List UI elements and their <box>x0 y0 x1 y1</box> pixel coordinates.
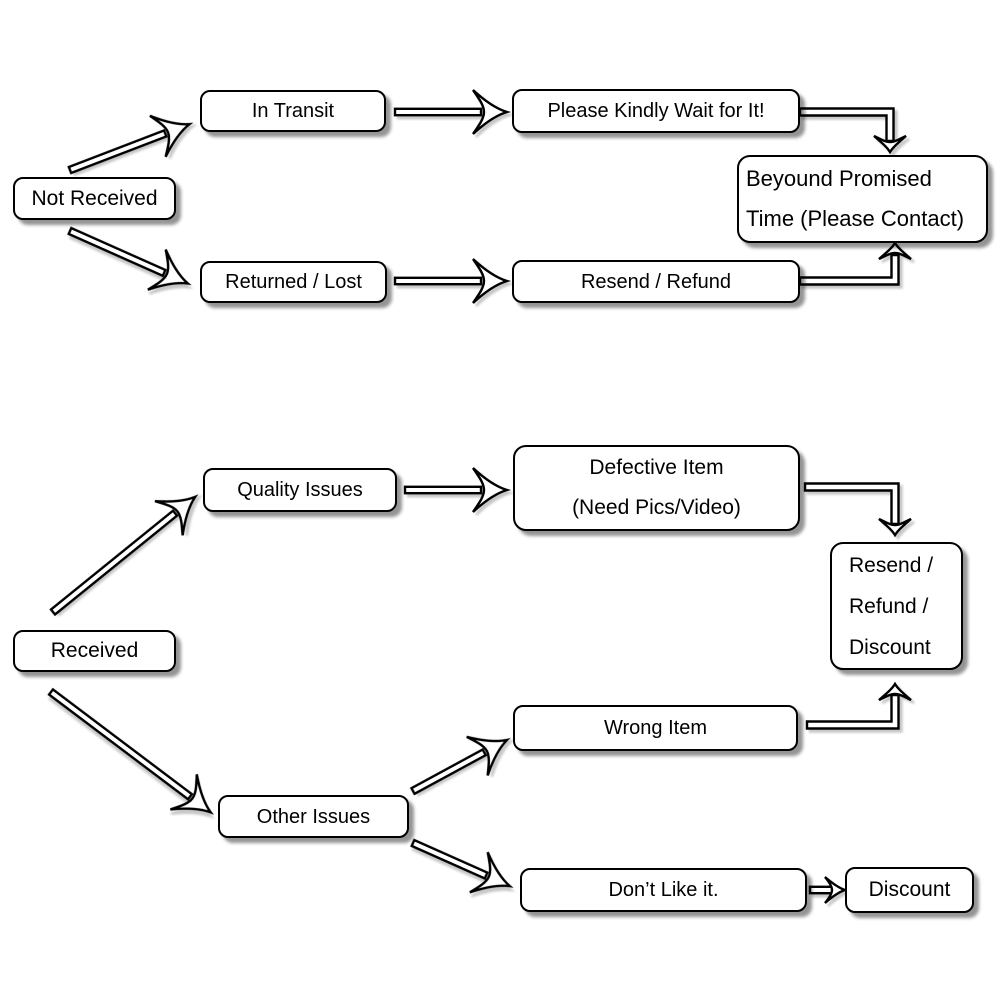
arrow-in-transit-to-please-wait <box>393 88 509 136</box>
arrow-other-issues-to-wrong-item <box>409 719 519 796</box>
node-label: Returned / Lost <box>225 271 362 293</box>
arrow-quality-issues-to-defective-item <box>403 466 509 514</box>
arrow-received-to-other-issues <box>47 687 226 832</box>
arrow-wrong-item-to-resend-refund-discount <box>805 682 913 730</box>
node-label-line: Beyound Promised <box>746 166 932 191</box>
node-in-transit: In Transit <box>200 90 386 132</box>
node-label: Wrong Item <box>604 717 707 739</box>
node-label-line: Resend / <box>849 553 934 577</box>
node-received: Received <box>13 630 176 672</box>
arrow-dont-like-to-discount <box>808 875 847 905</box>
node-label-line: (Need Pics/Video) <box>572 496 741 519</box>
node-label: Please Kindly Wait for It! <box>547 100 765 122</box>
arrow-returned-lost-to-resend-refund <box>393 257 509 305</box>
node-label-line: Refund / <box>849 594 929 618</box>
node-defective-item: Defective Item (Need Pics/Video) <box>513 445 800 531</box>
node-label: Quality Issues <box>237 479 363 501</box>
node-dont-like: Don’t Like it. <box>520 868 807 912</box>
node-label: In Transit <box>251 100 335 122</box>
arrow-defective-item-to-resend-refund-discount <box>803 482 913 537</box>
node-label-line: Discount <box>849 635 931 659</box>
node-label: Received <box>50 639 139 663</box>
node-beyond-promised: Beyound Promised Time (Please Contact) <box>737 155 988 243</box>
node-discount: Discount <box>845 867 974 913</box>
node-resend-refund: Resend / Refund <box>512 260 800 303</box>
node-label: Don’t Like it. <box>608 879 719 901</box>
node-quality-issues: Quality Issues <box>203 468 397 512</box>
node-label-line: Defective Item <box>589 456 724 479</box>
arrow-not-received-to-returned-lost <box>67 226 198 305</box>
node-wrong-item: Wrong Item <box>513 705 798 751</box>
node-other-issues: Other Issues <box>218 795 409 838</box>
node-not-received: Not Received <box>13 177 176 220</box>
node-returned-lost: Returned / Lost <box>200 261 387 303</box>
node-label: Not Received <box>31 186 158 210</box>
arrow-received-to-quality-issues <box>49 478 211 617</box>
node-label: Other Issues <box>256 805 371 828</box>
node-label-line: Time (Please Contact) <box>746 206 965 231</box>
node-label: Discount <box>868 878 951 902</box>
arrow-other-issues-to-dont-like <box>410 838 520 908</box>
arrow-not-received-to-in-transit <box>67 102 199 175</box>
node-label: Resend / Refund <box>580 270 732 293</box>
node-please-wait: Please Kindly Wait for It! <box>512 89 800 133</box>
arrow-resend-refund-to-beyond-promised <box>798 241 913 286</box>
arrow-please-wait-to-beyond-promised <box>798 107 908 154</box>
node-resend-refund-discount: Resend / Refund / Discount <box>830 542 963 670</box>
